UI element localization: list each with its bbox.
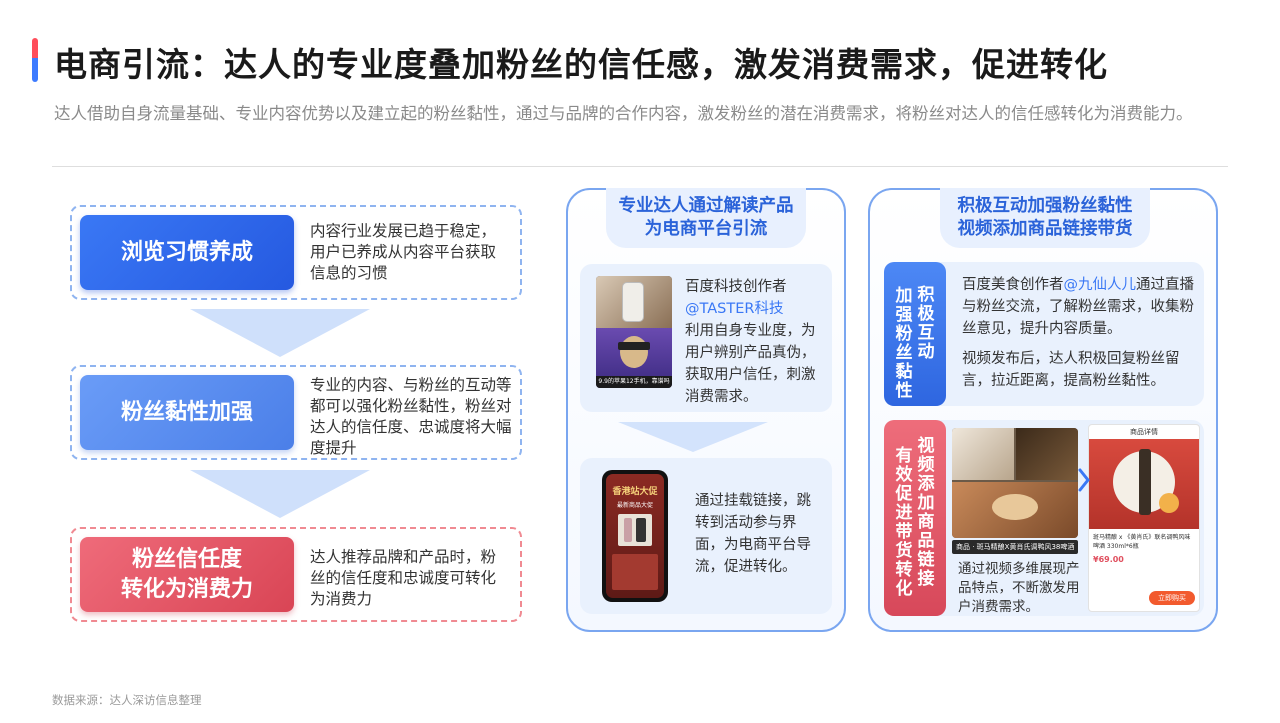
video-thumbnail-image: 9.9的苹果12手机，靠谱吗	[596, 276, 672, 388]
phone-mockup: 香港站大促 最新商品大促	[602, 470, 668, 602]
next-arrow-icon	[1078, 468, 1090, 492]
flow-step-1-label: 浏览习惯养成	[80, 215, 294, 290]
panel-middle-card-2: 香港站大促 最新商品大促 通过挂载链接，跳转到活动参与界面，为电商平台导流，促进…	[580, 458, 832, 614]
flow-arrow-2	[190, 470, 370, 518]
flow-step-2: 粉丝黏性加强 专业的内容、与粉丝的互动等都可以强化粉丝黏性，粉丝对达人的信任度、…	[70, 365, 522, 460]
panel-middle: 专业达人通过解读产品 为电商平台引流 9.9的苹果12手机，靠谱吗 百度科技创作…	[566, 188, 846, 632]
product-tag[interactable]: 商品 · 斑马精酿X黄肖氏调鸭风38啤酒	[952, 540, 1078, 554]
panel-right-card-1: 加强粉丝黏性 积极互动 百度美食创作者@九仙人儿通过直播与粉丝交流，了解粉丝需求…	[884, 262, 1204, 406]
vertical-label-column: 积极互动	[917, 285, 935, 362]
thumbnail-caption: 9.9的苹果12手机，靠谱吗	[596, 376, 672, 388]
flow-arrow-1	[190, 309, 370, 357]
flow-step-2-text: 专业的内容、与粉丝的互动等都可以强化粉丝黏性，粉丝对达人的信任度、忠诚度将大幅度…	[310, 376, 512, 457]
panel-right-header: 积极互动加强粉丝黏性 视频添加商品链接带货	[940, 188, 1150, 248]
food-video-image	[952, 428, 1078, 538]
creator-mention-jiuxian[interactable]: @九仙人儿	[1063, 277, 1137, 293]
phone-screen-title: 香港站大促	[612, 487, 658, 497]
flow-step-3-label: 粉丝信任度 转化为消费力	[80, 537, 294, 612]
flow-step-3-text: 达人推荐品牌和产品时，粉丝的信任度和忠诚度可转化为消费力	[310, 548, 497, 608]
buy-now-button[interactable]: 立即购买	[1149, 591, 1195, 605]
product-detail-screen: 商品详情 斑马精酿 x 《黄肖氏》联名调鸭风味啤酒 330ml*6瓶 ¥69.0…	[1088, 424, 1200, 612]
page-subtitle: 达人借助自身流量基础、专业内容优势以及建立起的粉丝黏性，通过与品牌的合作内容，激…	[54, 104, 1193, 123]
panel-middle-card-1-text: 百度科技创作者 @TASTER科技 利用自身专业度，为用户辨别产品真伪，获取用户…	[685, 279, 816, 405]
panel-right-card-2: 有效促进带货转化 视频添加商品链接 商品 · 斑马精酿X黄肖氏调鸭风38啤酒 通…	[884, 420, 1204, 616]
product-detail-desc: 斑马精酿 x 《黄肖氏》联名调鸭风味啤酒 330ml*6瓶	[1093, 534, 1191, 550]
phone-screen-subtitle: 最新商品大促	[616, 502, 653, 509]
flow-step-1-text: 内容行业发展已趋于稳定，用户已养成从内容平台获取信息的习惯	[310, 222, 497, 282]
flow-step-3: 粉丝信任度 转化为消费力 达人推荐品牌和产品时，粉丝的信任度和忠诚度可转化为消费…	[70, 527, 522, 622]
middle-panel-arrow	[618, 422, 768, 452]
product-detail-price: ¥69.00	[1093, 555, 1124, 564]
product-detail-title: 商品详情	[1130, 428, 1158, 436]
vertical-label-column: 加强粉丝黏性	[895, 286, 913, 401]
flow-step-2-label: 粉丝黏性加强	[80, 375, 294, 450]
title-accent-bar	[32, 38, 38, 82]
panel-middle-card-1: 9.9的苹果12手机，靠谱吗 百度科技创作者 @TASTER科技 利用自身专业度…	[580, 264, 832, 412]
vertical-label-column: 有效促进带货转化	[895, 446, 913, 599]
panel-right-card-1-label: 加强粉丝黏性 积极互动	[884, 262, 946, 406]
source-note: 数据来源：达人深访信息整理	[52, 693, 202, 707]
panel-right-card-2-label: 有效促进带货转化 视频添加商品链接	[884, 420, 946, 616]
panel-middle-header: 专业达人通过解读产品 为电商平台引流	[606, 188, 806, 248]
panel-middle-card-2-text: 通过挂载链接，跳转到活动参与界面，为电商平台导流，促进转化。	[695, 493, 811, 575]
panel-right-card-2-text: 通过视频多维展现产品特点，不断激发用户消费需求。	[958, 561, 1080, 615]
page-title: 电商引流：达人的专业度叠加粉丝的信任感，激发消费需求，促进转化	[54, 45, 1108, 84]
header-divider	[52, 166, 1228, 167]
panel-right: 积极互动加强粉丝黏性 视频添加商品链接带货 加强粉丝黏性 积极互动 百度美食创作…	[868, 188, 1218, 632]
creator-mention-taster[interactable]: @TASTER科技	[685, 301, 784, 317]
panel-right-card-1-text: 百度美食创作者@九仙人儿通过直播与粉丝交流，了解粉丝需求，收集粉丝意见，提升内容…	[962, 277, 1194, 389]
vertical-label-column: 视频添加商品链接	[917, 436, 935, 589]
flow-step-1: 浏览习惯养成 内容行业发展已趋于稳定，用户已养成从内容平台获取信息的习惯	[70, 205, 522, 300]
